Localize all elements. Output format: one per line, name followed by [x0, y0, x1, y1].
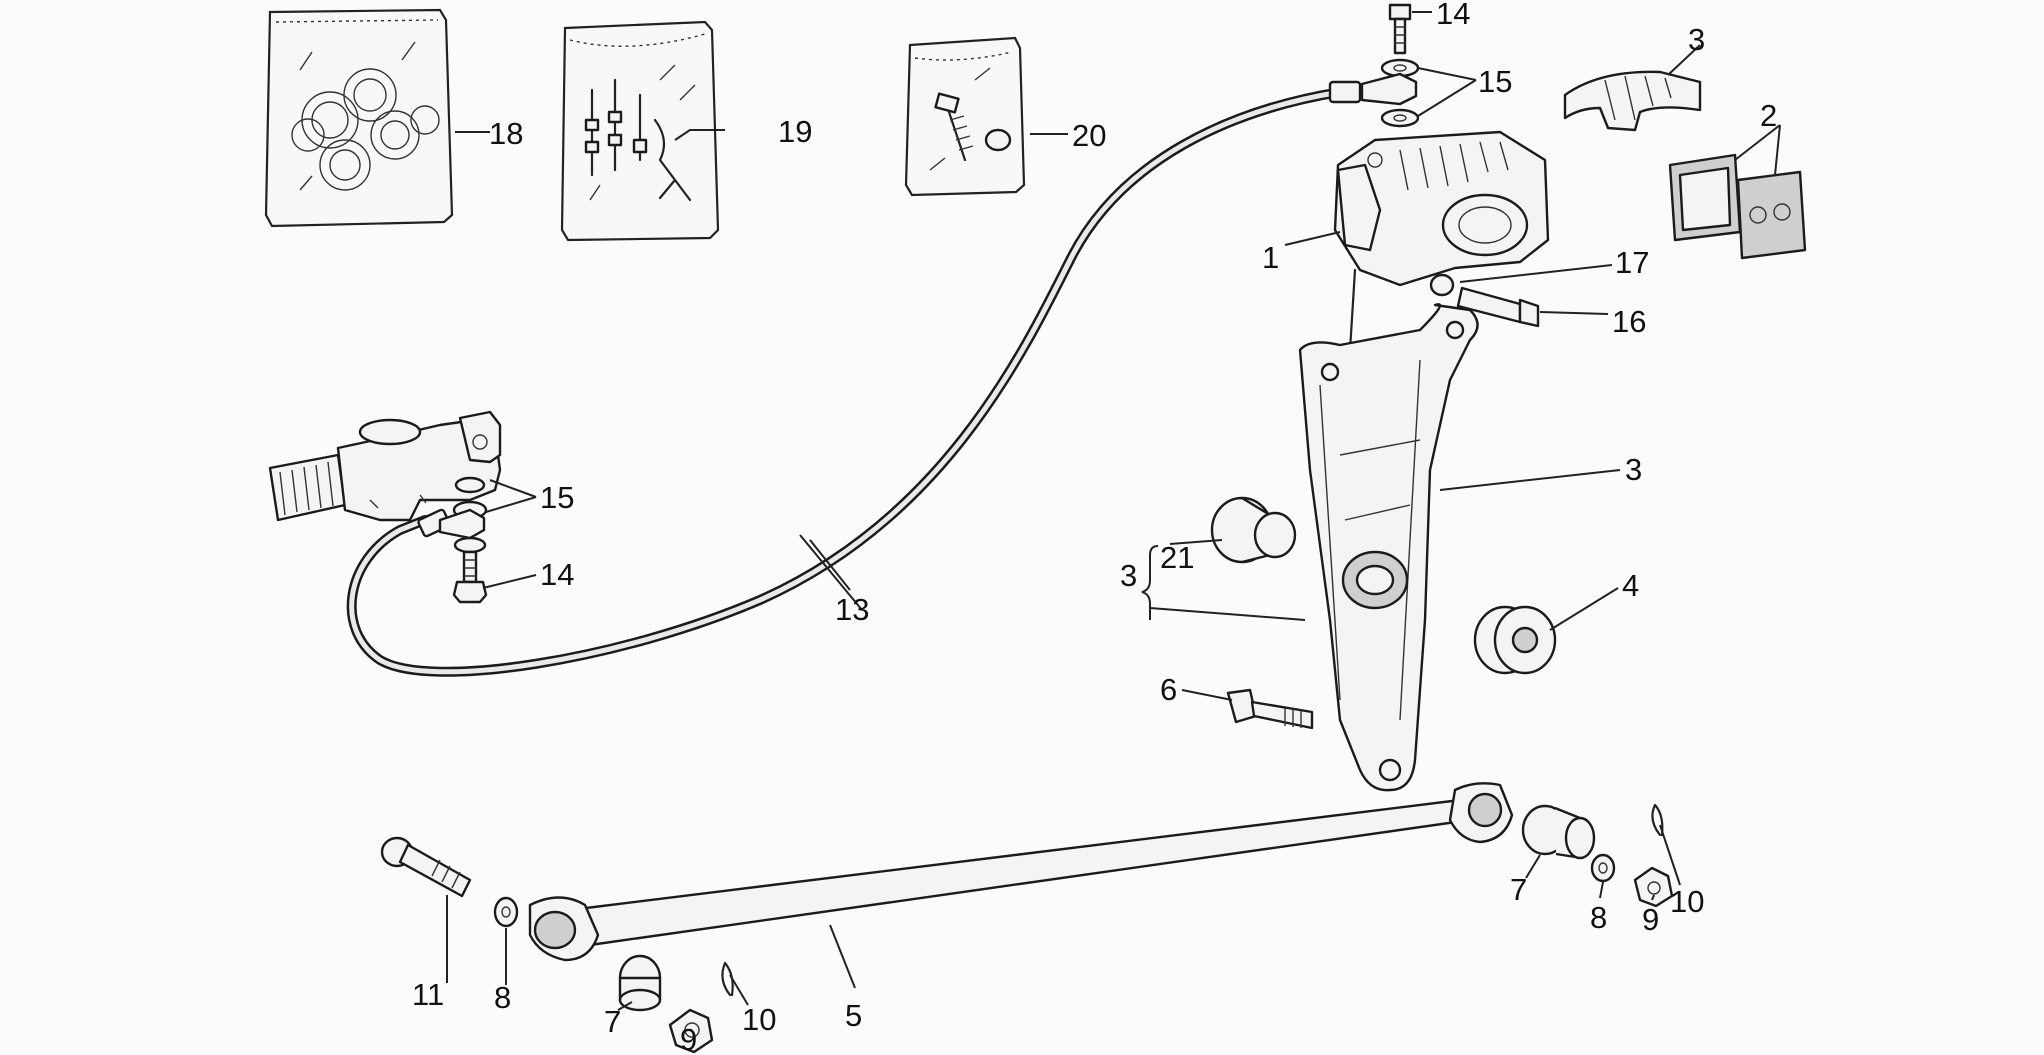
callout-18: 18: [489, 116, 523, 151]
callout-numbers: 14 15 3 2 1 17 16 3 3 21 4 6 13 18 19 20…: [412, 0, 1777, 1055]
callout-9-right: 9: [1642, 902, 1659, 937]
leader-lines: [446, 11, 1781, 1031]
callout-6: 6: [1160, 672, 1177, 707]
callout-3-arm: 3: [1625, 452, 1642, 487]
callout-17: 17: [1615, 245, 1649, 280]
callout-10-right: 10: [1670, 884, 1704, 919]
seal-kit-bag: [264, 8, 454, 228]
pad-spring-cover: [1563, 70, 1702, 132]
arm-bush-outer: [1473, 605, 1557, 675]
top-banjo-bolt: [1360, 3, 1420, 128]
callout-3-bracket: 3: [1120, 558, 1137, 593]
callout-20: 20: [1072, 118, 1106, 153]
callout-15-left: 15: [540, 480, 574, 515]
rod-bush-right: [1521, 803, 1674, 908]
brake-pads: [1668, 153, 1807, 260]
brake-caliper: [1333, 130, 1550, 352]
callout-19: 19: [778, 114, 812, 149]
callout-5: 5: [845, 998, 862, 1033]
master-cylinder-banjo-bolt: [438, 476, 488, 604]
callout-14-top: 14: [1436, 0, 1470, 31]
pin-kit-bag: [904, 36, 1026, 197]
callout-2: 2: [1760, 98, 1777, 133]
callout-14-left: 14: [540, 557, 574, 592]
arm-bush-inner: [1210, 496, 1297, 564]
callout-10-left: 10: [742, 1002, 776, 1037]
callout-8-right: 8: [1590, 900, 1607, 935]
callout-11: 11: [412, 977, 444, 1012]
caliper-bracket-arm: [1298, 303, 1479, 792]
callout-15-top: 15: [1478, 64, 1512, 99]
master-cylinder: [268, 410, 502, 522]
rod-bolt-left: [380, 836, 519, 928]
callout-7-right: 7: [1510, 872, 1527, 907]
rod-bush-left: [618, 954, 734, 1054]
callout-4: 4: [1622, 568, 1639, 603]
torque-rod: [528, 782, 1514, 962]
callout-8-left: 8: [494, 980, 511, 1015]
callout-13: 13: [835, 592, 869, 627]
caliper-bolt: [1429, 273, 1540, 328]
callout-9-left: 9: [680, 1022, 697, 1055]
callout-3-pad-cover: 3: [1688, 22, 1705, 57]
brake-hose: [346, 80, 1362, 677]
arm-pivot-bolt: [1226, 688, 1314, 730]
callout-1: 1: [1262, 240, 1279, 275]
bleed-screw-kit-bag: [560, 20, 720, 242]
callout-21: 21: [1160, 540, 1194, 575]
callout-16: 16: [1612, 304, 1646, 339]
callout-7-left: 7: [604, 1004, 621, 1039]
